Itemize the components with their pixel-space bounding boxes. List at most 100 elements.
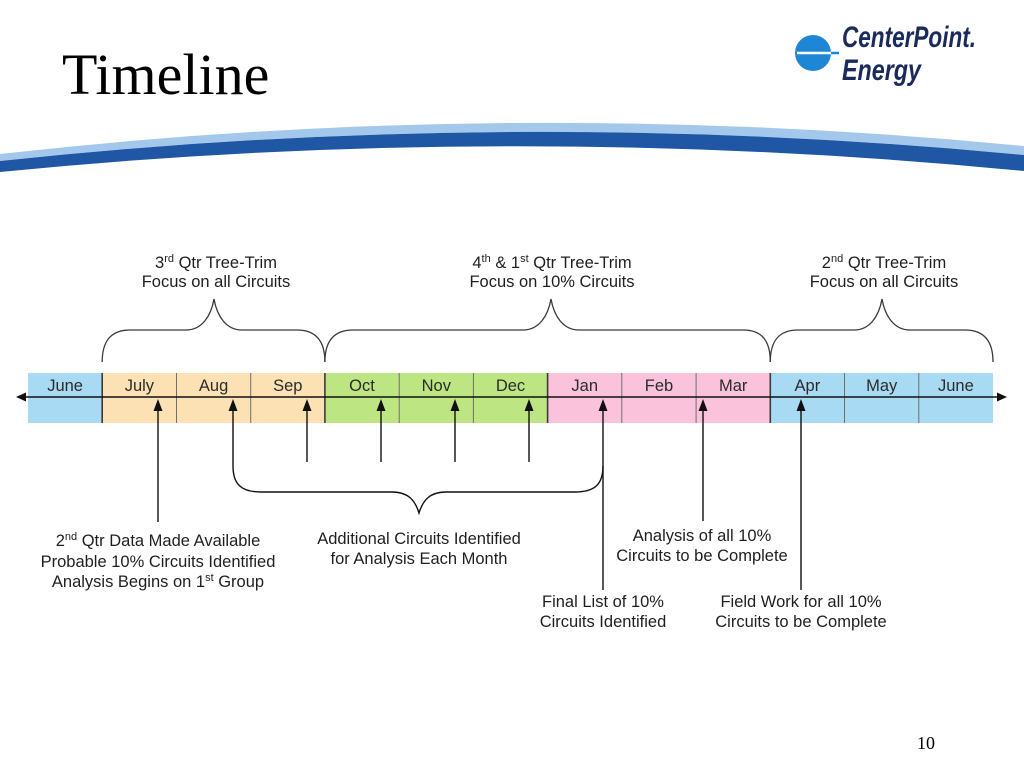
phase-brace-q3: [101, 298, 326, 363]
phase-label-text: Qtr Tree-Trim: [529, 254, 632, 272]
phase-label-q3-line1: 3rd Qtr Tree-Trim: [155, 253, 277, 272]
month-cell: Mar: [696, 373, 771, 423]
phase-label-q2-line2: Focus on all Circuits: [810, 273, 959, 291]
month-cell-fill: [28, 373, 103, 423]
arrowhead-up-icon: [698, 399, 708, 411]
month-cell: June: [918, 373, 993, 423]
final-list-note: Final List of 10% Circuits Identified: [540, 593, 667, 631]
note-text: Group: [214, 573, 264, 591]
axis-arrowhead-left-icon: [16, 392, 26, 402]
note-line: Field Work for all 10%: [720, 593, 881, 611]
note-superscript: nd: [65, 531, 77, 543]
month-label: Sep: [273, 377, 302, 395]
phase-label-q3-line2: Focus on all Circuits: [142, 273, 291, 291]
timeline-axis: [16, 392, 1007, 402]
month-cell-fill: [547, 373, 622, 423]
month-label: Nov: [422, 377, 452, 395]
phase-label-text: & 1: [491, 254, 520, 272]
analysis-complete-note: Analysis of all 10% Circuits to be Compl…: [616, 527, 788, 565]
month-label: June: [938, 377, 974, 395]
arrowhead-up-icon: [796, 399, 806, 411]
month-bar: June July Aug Sep Oct Nov Dec Jan Feb Ma…: [28, 373, 993, 423]
month-cell: Sep: [250, 373, 326, 423]
phase-braces: 3rd Qtr Tree-Trim Focus on all Circuits …: [101, 253, 994, 363]
month-label: Apr: [795, 377, 821, 395]
note-line: Circuits Identified: [540, 613, 667, 631]
month-cell-fill: [770, 373, 845, 423]
phase-label-superscript: rd: [164, 253, 174, 265]
phase-label-text: Qtr Tree-Trim: [174, 254, 277, 272]
page-number: 10: [917, 733, 935, 753]
monthly-analysis-bracket: [232, 410, 604, 516]
note-superscript: st: [205, 572, 214, 584]
month-cell-fill: [399, 373, 474, 423]
note-line: Analysis Begins on 1st Group: [52, 572, 264, 591]
slide-title: Timeline: [62, 42, 269, 107]
phase-label-text: 3: [155, 254, 164, 272]
note-line: Final List of 10%: [542, 593, 664, 611]
arrowhead-up-icon: [376, 399, 386, 411]
phase-label-superscript: nd: [831, 253, 843, 265]
month-label: May: [866, 377, 898, 395]
month-cell: Feb: [621, 373, 697, 423]
additional-circuits-note: Additional Circuits Identified for Analy…: [317, 530, 521, 568]
arrowhead-up-icon: [302, 399, 312, 411]
arrowhead-up-icon: [153, 399, 163, 411]
month-cell: June: [28, 373, 103, 423]
phase-label-q2-line1: 2nd Qtr Tree-Trim: [822, 253, 946, 272]
month-label: Dec: [496, 377, 525, 395]
phase-label-superscript: th: [482, 253, 491, 265]
note-text: Qtr Data Made Available: [77, 532, 260, 550]
month-cell-fill: [250, 373, 326, 423]
month-cell: May: [844, 373, 919, 423]
month-cell: Nov: [399, 373, 474, 423]
month-cell: July: [102, 373, 177, 423]
month-cell-fill: [844, 373, 919, 423]
centerpoint-energy-logo: CenterPoint. Energy: [795, 21, 976, 87]
field-work-note: Field Work for all 10% Circuits to be Co…: [715, 593, 887, 631]
note-line: Analysis of all 10%: [633, 527, 772, 545]
note-text: 2: [56, 532, 65, 550]
month-label: Oct: [349, 377, 375, 395]
phase-label-text: 4: [472, 254, 481, 272]
note-line: 2nd Qtr Data Made Available: [56, 531, 261, 550]
month-cell: Aug: [176, 373, 251, 423]
month-label: July: [125, 377, 155, 395]
phase-brace-q2: [769, 298, 994, 363]
note-line: for Analysis Each Month: [330, 550, 507, 568]
note-line: Circuits to be Complete: [715, 613, 887, 631]
swoosh-dark-band: [0, 131, 1024, 172]
phase-label-q4-q1-line1: 4th & 1st Qtr Tree-Trim: [472, 253, 631, 272]
arrowhead-up-icon: [450, 399, 460, 411]
note-line: Additional Circuits Identified: [317, 530, 521, 548]
phase-label-q4-q1-line2: Focus on 10% Circuits: [469, 273, 634, 291]
month-cell-fill: [324, 373, 400, 423]
month-cell-fill: [696, 373, 771, 423]
month-cell: Dec: [473, 373, 548, 423]
phase-brace-q4-q1: [324, 298, 771, 363]
logo-wordmark-line2: Energy: [842, 54, 922, 87]
month-cell-fill: [473, 373, 548, 423]
month-cell-fill: [176, 373, 251, 423]
phase-label-superscript: st: [520, 253, 529, 265]
month-label: Mar: [719, 377, 748, 395]
swoosh-light-band: [0, 122, 1024, 161]
month-cell-fill: [918, 373, 993, 423]
phase-label-text: 2: [822, 254, 831, 272]
annotations: 2nd Qtr Data Made Available Probable 10%…: [41, 527, 887, 631]
phase-label-text: Qtr Tree-Trim: [843, 254, 946, 272]
month-cell: Apr: [770, 373, 845, 423]
logo-wordmark-line1: CenterPoint.: [842, 21, 976, 54]
note-line: Circuits to be Complete: [616, 547, 788, 565]
milestone-arrows: [153, 399, 806, 590]
arrowhead-up-icon: [524, 399, 534, 411]
note-text: Analysis Begins on 1: [52, 573, 205, 591]
data-available-note: 2nd Qtr Data Made Available Probable 10%…: [41, 531, 276, 591]
axis-arrowhead-right-icon: [997, 392, 1007, 402]
month-label: June: [47, 377, 83, 395]
month-cell-fill: [621, 373, 697, 423]
arrowhead-up-icon: [598, 399, 608, 411]
month-label: Aug: [199, 377, 228, 395]
month-cell-fill: [102, 373, 177, 423]
header-swoosh: [0, 122, 1024, 172]
